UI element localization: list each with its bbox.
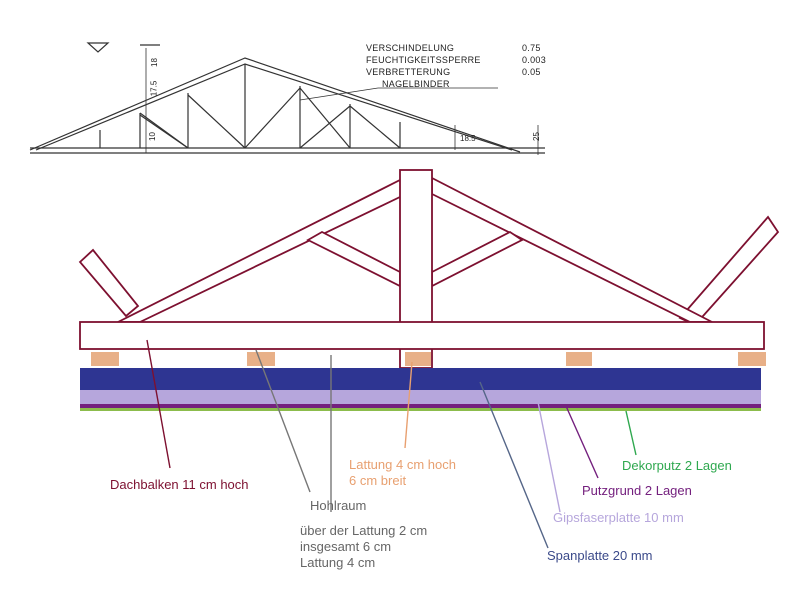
- batten: [91, 352, 119, 366]
- leader-dekorputz: [625, 410, 637, 456]
- primer-layer: [80, 404, 761, 408]
- leader-dachbalken: [146, 339, 171, 469]
- label-hohlraum-line2: insgesamt 6 cm: [300, 539, 392, 554]
- chipboard-layer: [80, 368, 761, 390]
- label-gipsfaser: Gipsfaserplatte 10 mm: [553, 510, 684, 525]
- batten: [247, 352, 275, 366]
- label-hohlraum-line3: Lattung 4 cm: [300, 555, 376, 570]
- leader-putzgrund: [565, 405, 599, 479]
- truss-sketch: [29, 42, 545, 155]
- spec-value-2: 0.05: [522, 67, 541, 77]
- leader-gipsfaser: [537, 401, 561, 513]
- label-spanplatte: Spanplatte 20 mm: [547, 548, 653, 563]
- label-hohlraum-line1: über der Lattung 2 cm: [300, 523, 428, 538]
- leader-lattung: [404, 361, 413, 449]
- rafter-right-outer: [678, 215, 780, 327]
- rafter-left-outer: [78, 248, 140, 318]
- batten: [405, 352, 431, 366]
- label-putzgrund: Putzgrund 2 Lagen: [582, 483, 692, 498]
- batten: [566, 352, 592, 366]
- spec-value-0: 0.75: [522, 43, 541, 53]
- label-dachbalken: Dachbalken 11 cm hoch: [110, 477, 249, 492]
- gypsum-layer: [80, 390, 761, 404]
- label-lattung-2: 6 cm breit: [349, 473, 407, 488]
- label-hohlraum: Hohlraum: [310, 498, 367, 513]
- spec-name-3: NAGELBINDER: [382, 79, 450, 89]
- decor-layer: [80, 408, 761, 411]
- level-marker-icon: [86, 42, 110, 53]
- spec-name-2: VERBRETTERUNG: [366, 67, 451, 77]
- leader-spanplatte: [479, 381, 549, 549]
- strut-right: [431, 230, 524, 288]
- spec-name-0: VERSCHINDELUNG: [366, 43, 455, 53]
- leader-hohlraum: [255, 349, 311, 493]
- tie-beam: [79, 321, 765, 350]
- label-dekorputz: Dekorputz 2 Lagen: [622, 458, 732, 473]
- label-lattung-1: Lattung 4 cm hoch: [349, 457, 456, 472]
- spec-value-1: 0.003: [522, 55, 547, 65]
- batten: [738, 352, 766, 366]
- dim-label-3: 18.5: [460, 134, 476, 143]
- spec-name-1: FEUCHTIGKEITSSPERRE: [366, 55, 481, 65]
- strut-left: [306, 230, 401, 288]
